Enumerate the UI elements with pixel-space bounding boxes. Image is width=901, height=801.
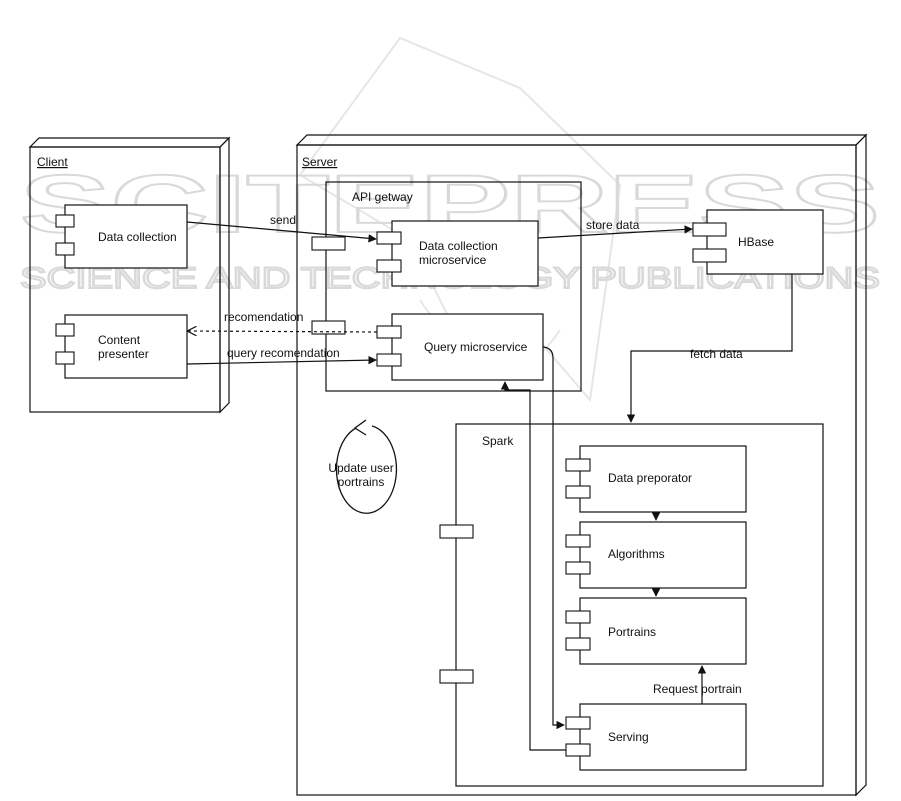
api-gateway-port-bottom — [311, 320, 346, 335]
edge-request-portrain-label: Request portrain — [653, 682, 742, 696]
update-portrains-cycle: Update user portrains — [328, 419, 398, 514]
edge-recommendation — [188, 331, 378, 332]
dc-microservice-label-line1: Data collection — [419, 239, 498, 253]
server-label: Server — [302, 155, 337, 169]
api-gateway-frame: API getway — [311, 181, 582, 392]
server-node: Server — [295, 133, 868, 797]
data-preparator-label: Data preporator — [608, 471, 692, 485]
dc-microservice-label-line2: microservice — [419, 253, 487, 267]
api-gateway-port-top — [311, 236, 346, 251]
update-label-line2: portrains — [338, 475, 385, 489]
data-preparator-component[interactable]: Data preporator — [565, 445, 747, 513]
edge-fetch-data-label: fetch data — [690, 347, 743, 361]
query-microservice-label: Query microservice — [424, 340, 528, 354]
client-node: Client — [28, 136, 231, 414]
data-collection-label: Data collection — [98, 230, 177, 244]
edge-serving-to-query — [500, 381, 566, 751]
content-presenter-label-line2: presenter — [98, 347, 149, 361]
edge-send — [186, 221, 377, 243]
edge-query-recommendation — [186, 355, 377, 365]
spark-port-top — [439, 524, 474, 539]
algorithms-label: Algorithms — [608, 547, 665, 561]
content-presenter-label-line1: Content — [98, 333, 141, 347]
client-label: Client — [37, 155, 68, 169]
hbase-component[interactable]: HBase — [692, 209, 824, 275]
edge-send-label: send — [270, 213, 296, 227]
edge-query-recommendation-label: query recomendation — [227, 346, 340, 360]
edge-query-to-serving — [542, 346, 565, 730]
algorithms-component[interactable]: Algorithms — [565, 521, 747, 589]
spark-frame: Spark — [439, 423, 824, 787]
serving-component[interactable]: Serving — [565, 703, 747, 771]
data-collection-microservice[interactable]: Data collection microservice — [376, 220, 539, 287]
content-presenter-component[interactable]: Content presenter — [55, 314, 188, 379]
update-cycle-arrowhead — [353, 419, 367, 436]
edge-recommendation-label: recomendation — [224, 310, 303, 324]
edge-store-data — [537, 225, 693, 239]
portrains-component[interactable]: Portrains — [565, 597, 747, 665]
spark-port-bottom — [439, 669, 474, 684]
portrains-label: Portrains — [608, 625, 656, 639]
edge-fetch-data — [626, 274, 793, 423]
edges: send store data recomendation query reco… — [186, 213, 793, 751]
hbase-label: HBase — [738, 235, 774, 249]
update-cycle-icon — [335, 425, 398, 514]
spark-label: Spark — [482, 434, 514, 448]
query-microservice[interactable]: Query microservice — [376, 313, 544, 381]
api-gateway-label: API getway — [352, 190, 413, 204]
serving-label: Serving — [608, 730, 649, 744]
edge-store-data-label: store data — [586, 218, 640, 232]
data-collection-component[interactable]: Data collection — [55, 204, 188, 269]
update-label-line1: Update user — [328, 461, 393, 475]
